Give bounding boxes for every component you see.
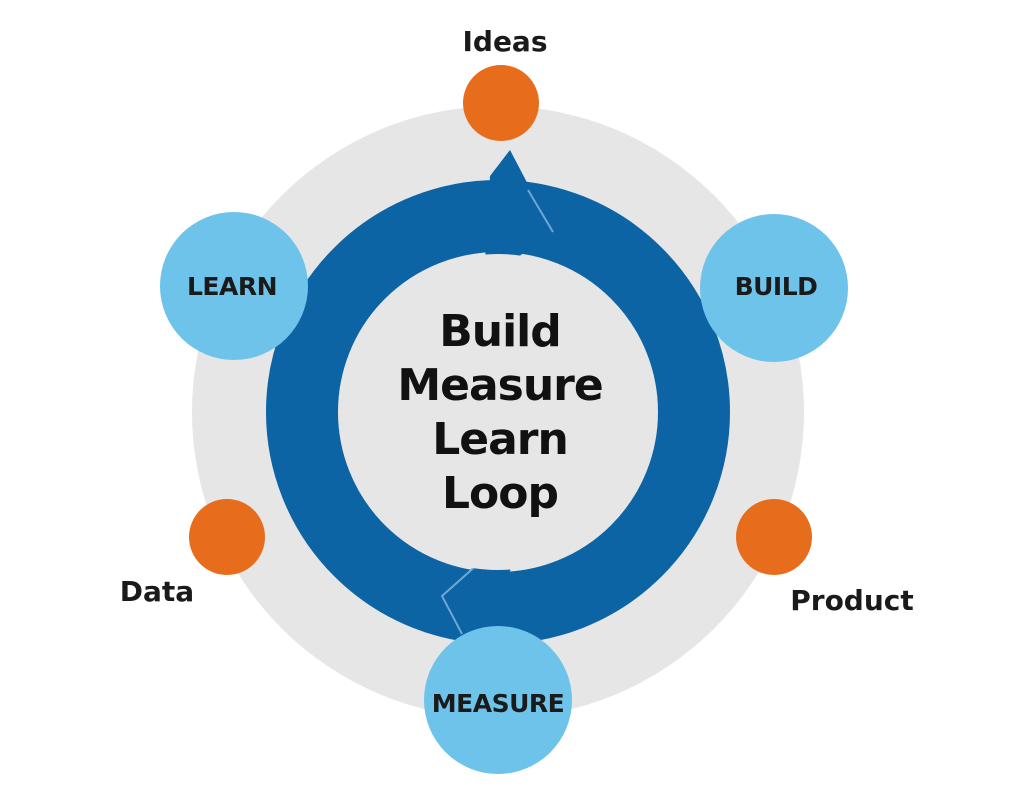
- learn-label: LEARN: [187, 272, 277, 301]
- data-dot: [189, 499, 265, 575]
- ideas-dot: [463, 65, 539, 141]
- center-line-3: Learn: [432, 414, 568, 465]
- center-line-4: Loop: [442, 468, 558, 519]
- loop-arrow-head-top: [483, 150, 553, 282]
- data-label: Data: [120, 575, 194, 608]
- build-label: BUILD: [735, 272, 818, 301]
- center-disc: [340, 254, 656, 570]
- center-line-2: Measure: [397, 360, 602, 411]
- product-dot: [736, 499, 812, 575]
- ideas-label: Ideas: [462, 25, 547, 58]
- loop-arrow-edge-top: [527, 189, 554, 233]
- build-circle: [700, 214, 848, 362]
- measure-circle: [424, 626, 572, 774]
- learn-circle: [160, 212, 308, 360]
- center-line-1: Build: [439, 306, 561, 357]
- product-label: Product: [790, 584, 914, 617]
- loop-arrow-edge-bottom: [440, 563, 479, 635]
- measure-label: MEASURE: [432, 689, 564, 718]
